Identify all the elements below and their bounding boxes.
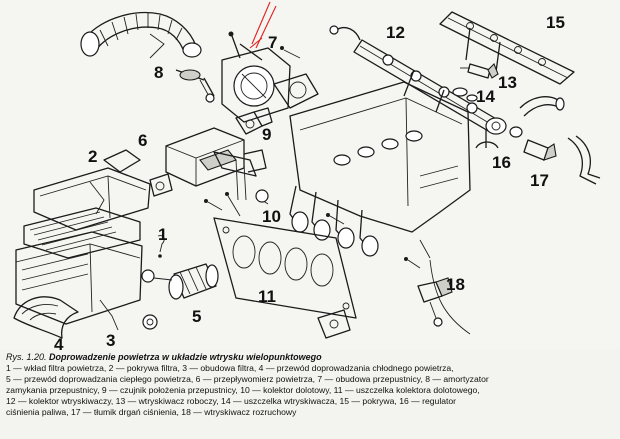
part-cold-air-duct xyxy=(13,296,79,339)
part-return-hose xyxy=(519,96,565,117)
part-pressure-damper xyxy=(523,135,601,185)
callout-11: 11 xyxy=(258,287,276,306)
callout-6: 6 xyxy=(138,131,147,150)
callout-1: 1 xyxy=(158,225,167,244)
callout-15: 15 xyxy=(546,13,565,32)
part-injector xyxy=(460,63,499,79)
callout-7: 7 xyxy=(268,33,277,52)
callout-8: 8 xyxy=(154,63,163,82)
callout-18: 18 xyxy=(446,275,465,294)
figure-number: Rys. 1.20. xyxy=(6,352,47,362)
callout-10: 10 xyxy=(262,207,281,226)
callout-17: 17 xyxy=(530,171,549,190)
red-annotation-marks xyxy=(249,1,277,49)
callout-2: 2 xyxy=(88,147,97,166)
part-intake-hose xyxy=(80,12,202,59)
legend-line: 12 — kolektor wtryskiwaczy, 13 — wtryski… xyxy=(6,395,457,406)
part-throttle-damper xyxy=(175,69,215,103)
caption-title: Rys. 1.20. Doprowadzenie powietrza w ukł… xyxy=(6,352,614,363)
figure-caption: Rys. 1.20. Doprowadzenie powietrza w ukł… xyxy=(6,352,614,438)
callout-14: 14 xyxy=(476,87,495,106)
part-filter-housing xyxy=(15,231,158,331)
part-cover xyxy=(439,11,575,85)
part-fasteners xyxy=(204,46,421,269)
legend-line: 5 — przewód doprowadzania ciepłego powie… xyxy=(6,373,489,384)
part-throttle-body xyxy=(221,31,319,123)
callout-5: 5 xyxy=(192,307,201,326)
part-manifold-gasket xyxy=(213,217,357,339)
part-injector-seal xyxy=(452,87,478,102)
part-filter-insert xyxy=(23,207,165,259)
part-air-flow-meter xyxy=(149,127,267,201)
part-pressure-regulator xyxy=(475,117,523,149)
callout-labels: 1 2 3 4 5 6 7 8 9 10 11 12 13 14 15 16 1… xyxy=(54,13,565,350)
callout-3: 3 xyxy=(106,331,115,350)
part-warm-air-hose xyxy=(141,263,219,300)
part-fuel-rail xyxy=(329,25,499,133)
part-throttle-position-sensor xyxy=(235,107,273,135)
legend-line: ciśnienia paliwa, 17 — tłumik drgań ciśn… xyxy=(6,406,297,417)
part-filter-cover xyxy=(33,149,151,231)
callout-12: 12 xyxy=(386,23,405,42)
legend-line: zamykania przepustnicy, 9 — czujnik poło… xyxy=(6,384,480,395)
part-intake-manifold xyxy=(255,81,471,335)
part-cold-start-injector xyxy=(417,277,453,327)
callout-16: 16 xyxy=(492,153,511,172)
legend-line: 1 — wkład filtra powietrza, 2 — pokrywa … xyxy=(6,362,454,373)
callout-4: 4 xyxy=(54,335,64,350)
callout-13: 13 xyxy=(498,73,517,92)
figure-title: Doprowadzenie powietrza w układzie wtrys… xyxy=(49,352,322,362)
exploded-diagram: 1 2 3 4 5 6 7 8 9 10 11 12 13 14 15 16 1… xyxy=(13,1,601,350)
callout-9: 9 xyxy=(262,125,271,144)
